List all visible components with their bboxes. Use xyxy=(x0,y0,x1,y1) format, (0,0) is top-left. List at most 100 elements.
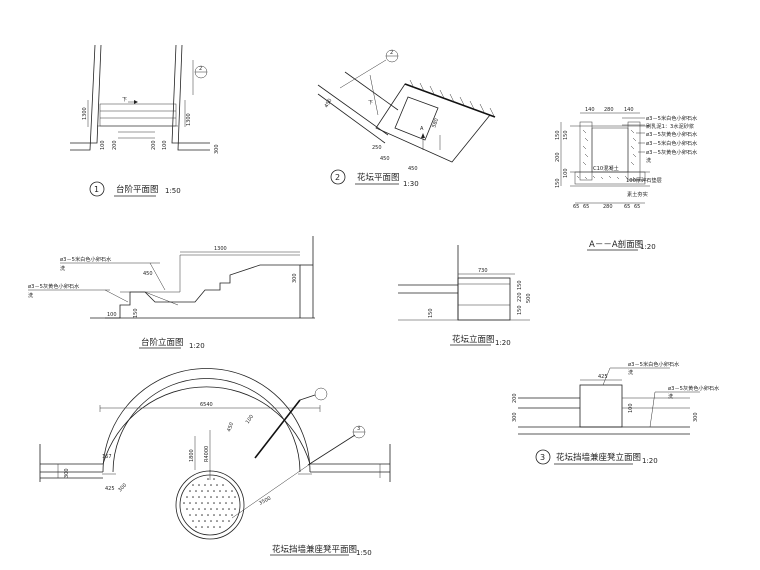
section-aa-c10-label: C10混凝土 xyxy=(593,164,619,172)
step-plan-scale: 1:50 xyxy=(165,187,181,195)
step-elevation-note-2: 洗 xyxy=(60,264,66,272)
planter-plan-arrow-label: A xyxy=(420,126,424,132)
section-aa-bottom-dim-a: 65 xyxy=(573,204,579,210)
planter-elevation-dim-d: 150 xyxy=(517,305,523,315)
section-aa-bottom-dim-b: 65 xyxy=(583,204,589,210)
retaining-wall-elevation-number: 3 xyxy=(540,453,545,462)
step-plan-number: 1 xyxy=(94,185,99,194)
retaining-wall-elevation-note-3: ø3－5灰黄色小卵石水 xyxy=(668,384,720,392)
section-aa-soil-note: 素土夯实 xyxy=(627,190,648,198)
retaining-wall-elevation-note-4: 洗 xyxy=(668,392,674,400)
step-elevation-dim-c: 300 xyxy=(292,273,298,283)
retaining-wall-plan-dim-i: 300 xyxy=(64,468,70,478)
step-elevation-scale: 1:20 xyxy=(189,342,205,350)
planter-plan-dim-a: 450 xyxy=(324,98,334,109)
retaining-wall-plan-dim-b: 100 xyxy=(245,414,255,425)
step-plan-dim-d: 100 xyxy=(162,140,168,150)
step-elevation-dim-d: 150 xyxy=(133,308,139,318)
planter-plan-dim-e: 450 xyxy=(408,166,418,172)
planter-elevation-dim-a: 730 xyxy=(478,268,488,274)
step-elevation-note-4: 洗 xyxy=(28,291,34,299)
retaining-wall-plan-section-mark: 3 xyxy=(357,426,360,432)
retaining-wall-plan-title-block: 花坛挡墙兼座凳平面图 1:50 xyxy=(270,544,372,557)
section-aa-bottom-dim-c: 280 xyxy=(603,204,613,210)
section-aa-side-dim-e: 150 xyxy=(555,178,561,188)
section-aa-note-3: ø3－5灰黄色小卵石水 xyxy=(646,130,698,138)
step-elevation-title-block: 台阶立面图 1:20 xyxy=(139,337,205,350)
planter-plan-number: 2 xyxy=(335,173,340,182)
planter-plan-down-label: 下 xyxy=(368,100,373,106)
step-elevation-note-3: ø3－5灰黄色小卵石水 xyxy=(28,282,80,290)
step-plan-dim-left: 1300 xyxy=(82,107,88,120)
section-aa-scale: 1:20 xyxy=(640,243,656,251)
section-aa-note-2: 刷乳泥1：3水泥砂浆 xyxy=(646,122,694,130)
retaining-wall-plan-dim-width: 6540 xyxy=(200,402,213,408)
retaining-wall-elevation-drawing: 425 200 300 100 300 ø3－5米白色小卵石水 洗 ø3－5灰黄… xyxy=(512,360,720,435)
step-plan-down-label: 下 xyxy=(122,97,127,103)
section-aa-top-dim-c: 140 xyxy=(624,107,634,113)
section-aa-title: A－－A剖面图 xyxy=(589,239,643,250)
step-elevation-dim-e: 100 xyxy=(107,312,117,318)
retaining-wall-elevation-dim-d: 100 xyxy=(628,403,634,413)
pebble-fill-pattern xyxy=(183,478,236,528)
step-plan-title: 台阶平面图 xyxy=(116,184,159,195)
step-elevation-dim-a: 1300 xyxy=(214,246,227,252)
planter-elevation-dim-c: 220 xyxy=(517,292,523,302)
drawing-number-circle xyxy=(89,181,105,197)
section-aa-side-dim-a: 150 xyxy=(555,130,561,140)
retaining-wall-elevation-dim-b: 200 xyxy=(512,393,518,403)
planter-plan-dim-d: 450 xyxy=(380,156,390,162)
step-elevation-drawing: 1300 450 300 150 100 ø3－5米白色小卵石水 洗 ø3－5灰… xyxy=(28,236,315,319)
planter-plan-drawing: 下 2 450 250 580 450 450 A xyxy=(317,49,496,172)
retaining-wall-elevation-dim-c: 300 xyxy=(512,412,518,422)
step-plan-title-block: 1 台阶平面图 1:50 xyxy=(89,181,181,197)
planter-plan-section-mark: 2 xyxy=(390,50,393,56)
retaining-wall-plan-scale: 1:50 xyxy=(356,549,372,557)
planter-elevation-scale: 1:20 xyxy=(495,339,511,347)
retaining-wall-elevation-note-2: 洗 xyxy=(628,368,634,376)
section-aa-top-dim-a: 140 xyxy=(585,107,595,113)
retaining-wall-plan-dim-h: 300 xyxy=(117,482,128,493)
section-aa-drawing: 140 280 140 150 150 200 100 150 65 65 28… xyxy=(555,107,698,210)
retaining-wall-plan-dim-c: 450 xyxy=(226,422,235,433)
step-plan-dim-b: 200 xyxy=(112,140,118,150)
section-aa-note-1: ø3－5米白色小卵石水 xyxy=(646,114,698,122)
section-aa-title-block: A－－A剖面图 1:20 xyxy=(587,239,656,251)
section-aa-note-6: 洗 xyxy=(646,156,652,164)
planter-elevation-title-block: 花坛立面图 1:20 xyxy=(450,334,511,347)
planter-elevation-dim-b: 150 xyxy=(517,280,523,290)
planter-elevation-dim-f: 150 xyxy=(428,308,434,318)
retaining-wall-plan-dim-radius: R4000 xyxy=(204,446,210,462)
planter-plan-scale: 1:30 xyxy=(403,180,419,188)
step-elevation-title: 台阶立面图 xyxy=(141,337,184,348)
retaining-wall-plan-dim-d: 1800 xyxy=(189,449,195,462)
section-aa-bottom-dim-e: 65 xyxy=(634,204,640,210)
retaining-wall-plan-dim-f: 167 xyxy=(102,454,112,460)
step-plan-drawing: 下 1300 1300 100 200 200 100 300 2 xyxy=(70,44,220,154)
section-aa-bottom-dim-d: 65 xyxy=(624,204,630,210)
planter-elevation-dim-e: 500 xyxy=(526,293,532,303)
retaining-wall-elevation-dim-e: 300 xyxy=(693,412,699,422)
section-aa-base-note: 100厚碎石垫层 xyxy=(626,176,662,184)
section-aa-side-dim-c: 200 xyxy=(555,152,561,162)
step-plan-section-mark: 2 xyxy=(199,66,202,72)
retaining-wall-elevation-scale: 1:20 xyxy=(642,457,658,465)
planter-plan-title: 花坛平面图 xyxy=(357,172,400,183)
step-plan-dim-right: 1300 xyxy=(186,113,192,126)
planter-elevation-drawing: 730 150 220 150 500 150 xyxy=(398,245,532,321)
planter-circle xyxy=(175,470,245,540)
step-plan-dim-e: 300 xyxy=(214,144,220,154)
retaining-wall-plan-drawing: 6540 100 450 1800 R4000 3500 3 167 425 3… xyxy=(39,368,391,540)
step-elevation-note-1: ø3－5米白色小卵石水 xyxy=(60,255,112,263)
section-aa-top-dim-b: 280 xyxy=(604,107,614,113)
step-elevation-dim-b: 450 xyxy=(143,271,153,277)
retaining-wall-plan-title: 花坛挡墙兼座凳平面图 xyxy=(272,544,357,555)
retaining-wall-elevation-dim-a: 425 xyxy=(598,374,608,380)
retaining-wall-elevation-note-1: ø3－5米白色小卵石水 xyxy=(628,360,680,368)
retaining-wall-plan-dim-e: 3500 xyxy=(258,495,272,506)
section-aa-note-5: ø3－5灰黄色小卵石水 xyxy=(646,148,698,156)
planter-plan-dim-b: 250 xyxy=(372,145,382,151)
section-aa-note-4: ø3－5米白色小卵石水 xyxy=(646,139,698,147)
retaining-wall-elevation-title-block: 3 花坛挡墙兼座凳立面图 1:20 xyxy=(535,449,658,465)
